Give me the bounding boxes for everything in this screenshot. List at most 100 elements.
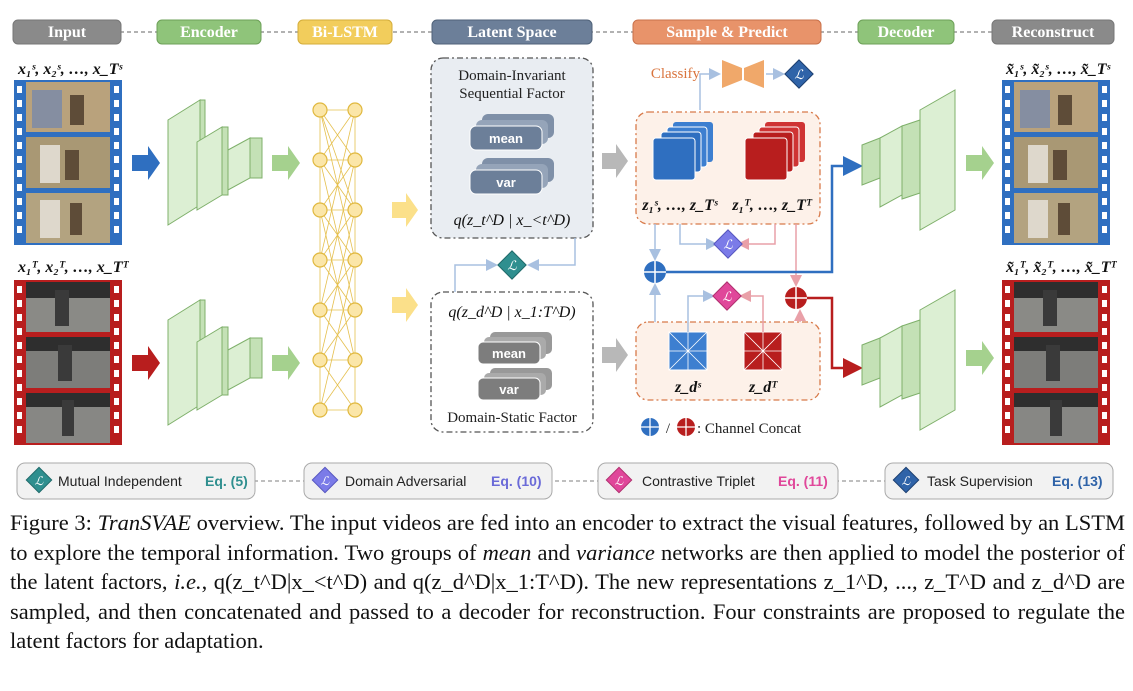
lstm-to-latent-arrow-2 (392, 288, 418, 322)
stage-latent-label: Latent Space (467, 24, 556, 41)
dynamic-samples-box: z₁ˢ, …, z_Tˢ z₁ᵀ, …, z_Tᵀ (635, 111, 821, 225)
static-title: Domain-Static Factor (447, 410, 577, 426)
static-samples-box: z_dˢ z_dᵀ (635, 321, 821, 401)
caption-sentence-1: overview. The input videos are fed into … (10, 510, 1126, 565)
static-factor-box: q(z_d^D | x_1:T^D) mean var Domain-Stati… (430, 291, 594, 433)
svg-text:ℒ: ℒ (902, 474, 911, 488)
caption-method-name: TranSVAE (97, 510, 191, 535)
stage-bar: Input Encoder Bi-LSTM Latent Space Sampl… (12, 19, 1115, 45)
legend-mutual-eq: Eq. (5) (205, 473, 248, 489)
dynamic-title-line2: Sequential Factor (459, 86, 564, 102)
film-perforations (17, 286, 119, 433)
stage-bilstm: Bi-LSTM (297, 19, 393, 45)
target-recon-label: x̃₁ᵀ, x̃₂ᵀ, …, x̃_Tᵀ (1005, 259, 1117, 276)
stage-bilstm-label: Bi-LSTM (312, 24, 378, 41)
dynamic-title-line1: Domain-Invariant (458, 68, 566, 84)
caption-fig-label: Figure 3: (10, 510, 92, 535)
static-posterior-label: q(z_d^D | x_1:T^D) (448, 304, 575, 321)
target-dynamic-samples (744, 122, 805, 181)
target-static-label: z_dᵀ (748, 379, 778, 396)
legend-task-eq: Eq. (13) (1052, 473, 1103, 489)
static-var-network: var (477, 368, 552, 401)
encoder-to-lstm-arrow-2 (272, 346, 300, 380)
svg-text:ℒ: ℒ (35, 474, 44, 488)
caption-sentence-3: , q(z_t^D|x_<t^D) and q(z_d^D|x_1:T^D). … (10, 569, 1126, 653)
task-supervision-icon: ℒ (784, 59, 814, 89)
caption-and: and (531, 539, 577, 565)
legend-triplet-label: Contrastive Triplet (642, 473, 755, 489)
stage-latent: Latent Space (431, 19, 593, 45)
source-static-sample (668, 331, 708, 371)
static-var-label: var (499, 382, 519, 397)
dynamic-var-network: var (469, 158, 554, 195)
target-dynamic-label: z₁ᵀ, …, z_Tᵀ (731, 197, 813, 214)
mutual-independent-constraint-icon: ℒ (497, 250, 527, 280)
svg-text:ℒ: ℒ (723, 237, 733, 252)
channel-concat-text: : Channel Concat (697, 421, 802, 437)
film-perforations (1005, 86, 1107, 233)
transvae-overview-diagram: Input Encoder Bi-LSTM Latent Space Sampl… (12, 19, 1117, 500)
source-recon-label: x̃₁ˢ, x̃₂ˢ, …, x̃_Tˢ (1005, 61, 1111, 78)
svg-text:ℒ: ℒ (722, 289, 732, 304)
legend-triplet-eq: Eq. (11) (778, 473, 828, 489)
domain-adversarial-icon: ℒ (713, 229, 743, 259)
legend-task-label: Task Supervision (927, 473, 1033, 489)
stage-encoder: Encoder (156, 19, 262, 45)
caption-mean: mean (482, 539, 532, 565)
svg-text:/: / (666, 421, 671, 437)
target-decoder (861, 289, 956, 431)
latent-to-sample-arrow (602, 144, 628, 178)
lstm-to-latent-arrow (392, 193, 418, 227)
source-dynamic-samples (652, 122, 713, 181)
stage-input: Input (12, 19, 122, 45)
bilstm-nodes (312, 102, 363, 418)
target-video-strip (14, 280, 122, 445)
film-perforations (1005, 286, 1107, 433)
legend-mutual-label: Mutual Independent (58, 473, 182, 489)
figure-caption: Figure 3: TranSVAE overview. The input v… (10, 508, 1125, 656)
film-perforations (17, 86, 119, 233)
target-static-sample (743, 331, 783, 371)
target-recon-strip (1002, 280, 1110, 445)
source-encoder (167, 99, 263, 226)
source-video-strip (14, 80, 122, 245)
latent-to-sample-arrow-2 (602, 338, 628, 372)
dynamic-factor-box: Domain-Invariant Sequential Factor mean … (430, 57, 594, 239)
source-static-label: z_dˢ (674, 379, 702, 396)
stage-reconstruct-label: Reconstruct (1012, 24, 1095, 41)
static-mean-network: mean (477, 332, 552, 365)
legend-domain-adversarial: ℒ Domain Adversarial Eq. (10) (303, 462, 553, 500)
source-concat-node (644, 261, 666, 283)
legend-adversarial-label: Domain Adversarial (345, 473, 466, 489)
target-to-encoder-arrow (132, 346, 160, 380)
static-mean-label: mean (492, 346, 526, 361)
target-sequence-label: x₁ᵀ, x₂ᵀ, …, x_Tᵀ (17, 259, 129, 276)
dynamic-posterior-label: q(z_t^D | x_<t^D) (454, 212, 571, 229)
stage-encoder-label: Encoder (180, 24, 238, 41)
source-decoder (861, 89, 956, 231)
svg-text:ℒ: ℒ (321, 474, 330, 488)
target-concat-node (785, 287, 807, 309)
caption-ie: i.e. (174, 569, 202, 594)
caption-sentence-2: networks are then applied to model the p… (10, 539, 1125, 595)
classifier-icon (722, 60, 764, 88)
stage-sample-label: Sample & Predict (666, 24, 788, 41)
source-dynamic-label: z₁ˢ, …, z_Tˢ (641, 197, 719, 214)
stage-reconstruct: Reconstruct (991, 19, 1115, 45)
legend-contrastive-triplet: ℒ Contrastive Triplet Eq. (11) (597, 462, 839, 500)
dynamic-var-label: var (496, 175, 516, 190)
svg-text:ℒ: ℒ (794, 67, 804, 82)
legend-task-supervision: ℒ Task Supervision Eq. (13) (884, 462, 1114, 500)
stage-decoder: Decoder (857, 19, 955, 45)
stage-decoder-label: Decoder (878, 24, 935, 41)
channel-concat-legend: / : Channel Concat (641, 418, 802, 437)
svg-text:ℒ: ℒ (507, 258, 517, 273)
source-sequence-label: x₁ˢ, x₂ˢ, …, x_Tˢ (17, 61, 123, 78)
source-recon-strip (1002, 80, 1110, 245)
dynamic-mean-label: mean (489, 131, 523, 146)
caption-variance: variance (576, 539, 655, 565)
decoder-to-recon-arrow (966, 146, 994, 180)
constraint-legend: ℒ Mutual Independent Eq. (5) ℒ Domain Ad… (16, 462, 1114, 500)
source-to-encoder-arrow (132, 146, 160, 180)
legend-mutual-independent: ℒ Mutual Independent Eq. (5) (16, 462, 256, 500)
